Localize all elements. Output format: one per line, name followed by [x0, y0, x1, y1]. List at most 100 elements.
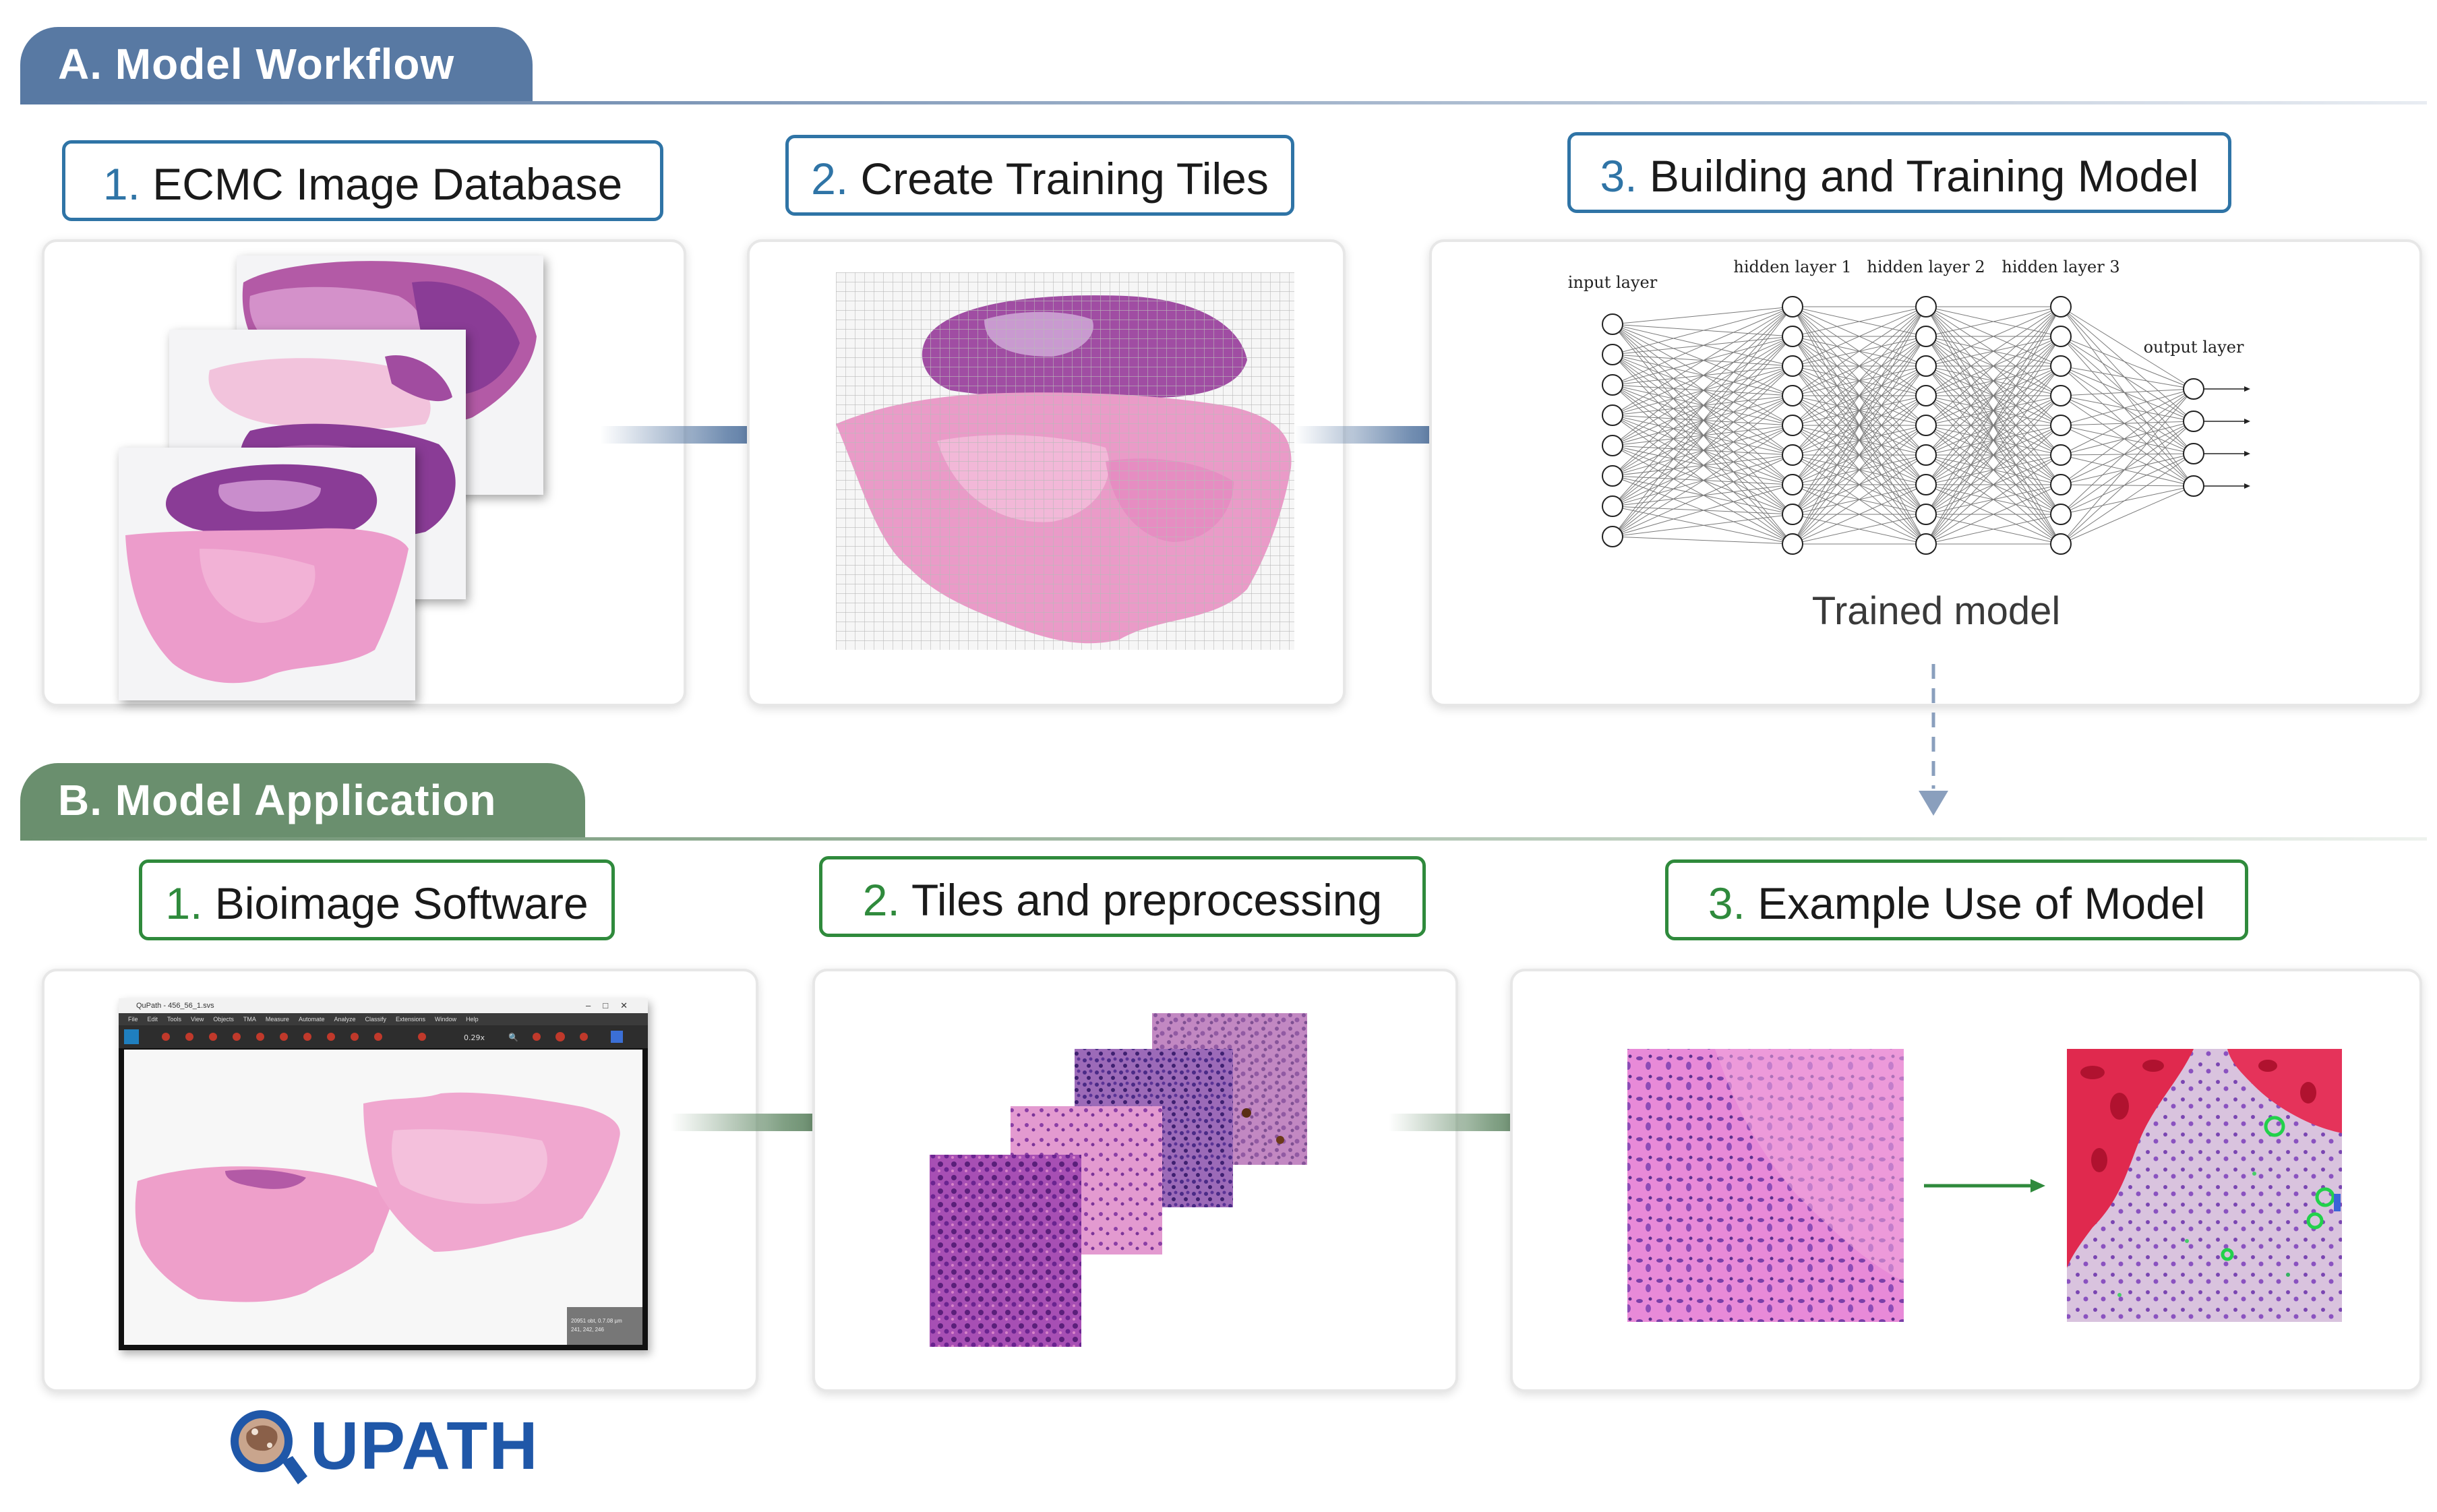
nn-connection	[1925, 425, 2062, 545]
nn-node	[1915, 444, 1937, 466]
step-b2-text: Tiles and preprocessing	[911, 875, 1383, 925]
nn-connection	[2060, 485, 2194, 515]
menu-tma[interactable]: TMA	[243, 1016, 256, 1023]
nn-output-arrowhead	[2244, 483, 2250, 489]
nn-connection	[1925, 306, 2062, 337]
nn-node	[1915, 296, 1937, 317]
status-line-2: 241, 242, 246	[571, 1327, 604, 1333]
nn-node	[1782, 326, 1803, 347]
step-a3-number: 3.	[1600, 151, 1637, 201]
nn-node	[1602, 495, 1623, 517]
nn-connection	[2060, 336, 2194, 390]
toolbar-icons[interactable]: 0.29x 🔍	[119, 1025, 648, 1048]
nn-connection	[1612, 536, 1793, 545]
menu-edit[interactable]: Edit	[147, 1016, 158, 1023]
tile-1	[930, 1155, 1081, 1347]
tissue-image	[125, 464, 409, 684]
panel-example-use	[1510, 969, 2422, 1392]
nn-connection	[2060, 388, 2194, 515]
nn-connection	[2060, 388, 2194, 396]
step-a2-text: Create Training Tiles	[860, 154, 1269, 204]
menu-automate[interactable]: Automate	[298, 1016, 325, 1023]
nn-connection	[1612, 425, 1793, 537]
nn-connection	[1925, 484, 2062, 545]
dashed-arrow-down	[1919, 664, 1948, 816]
step-a1-text: ECMC Image Database	[152, 159, 623, 209]
menu-analyze[interactable]: Analyze	[334, 1016, 356, 1023]
window-title: QuPath - 456_56_1.svs	[136, 1002, 214, 1010]
nn-node	[1915, 385, 1937, 406]
hidden-layer-2-label: hidden layer 2	[1867, 258, 1985, 276]
status-line-1: 20951 obt, 0.7.08 µm	[571, 1318, 622, 1324]
nn-node	[1782, 533, 1803, 555]
nn-connection	[1792, 514, 1927, 545]
menu-tools[interactable]: Tools	[167, 1016, 182, 1023]
nn-connection	[1612, 306, 1793, 477]
nn-connection	[1792, 306, 1927, 396]
menu-window[interactable]: Window	[435, 1016, 457, 1023]
nn-node	[1915, 326, 1937, 347]
software-window: QuPath - 456_56_1.svs –□✕ File Edit Tool…	[119, 998, 648, 1350]
viewer-tissue	[135, 1092, 620, 1302]
nn-connection	[1612, 336, 1793, 537]
nn-node	[1782, 296, 1803, 317]
nn-connection	[2060, 453, 2194, 485]
slide-image-front	[119, 448, 415, 700]
menu-bar: File Edit Tools View Objects TMA Measure…	[119, 1013, 648, 1025]
nn-connection	[2060, 484, 2194, 487]
viewer-canvas[interactable]: 20951 obt, 0.7.08 µm 241, 242, 246	[124, 1050, 642, 1345]
panel-training-tiles	[747, 239, 1346, 706]
nn-connection	[1612, 365, 1793, 537]
step-b1-number: 1.	[165, 878, 203, 928]
qupath-logo-text: UPATH	[310, 1408, 539, 1484]
qupath-magnifier-icon	[231, 1410, 307, 1484]
nn-node	[1602, 313, 1623, 335]
nn-connection	[1612, 454, 1793, 537]
nn-connection	[2060, 421, 2194, 515]
svg-text:🔍: 🔍	[508, 1032, 518, 1042]
nn-connection	[1925, 306, 2062, 456]
nn-node	[2183, 411, 2204, 432]
nn-node	[2050, 474, 2072, 495]
menu-classify[interactable]: Classify	[365, 1016, 387, 1023]
nn-connection	[2060, 306, 2194, 390]
nn-connection	[2060, 421, 2194, 426]
segmented-output-image	[2067, 1049, 2342, 1322]
nn-connection	[1792, 484, 1927, 545]
nn-connection	[1925, 306, 2062, 367]
nn-connection	[1612, 306, 1793, 355]
nn-node	[1915, 504, 1937, 525]
step-a3-text: Building and Training Model	[1649, 151, 2199, 201]
nn-node	[1782, 444, 1803, 466]
nn-connection	[1612, 306, 1793, 325]
nn-node	[1602, 344, 1623, 365]
hidden-layer-1-label: hidden layer 1	[1733, 258, 1851, 276]
nn-node	[1782, 504, 1803, 525]
nn-connection	[1925, 306, 2062, 545]
section-a-divider	[20, 101, 2427, 104]
nn-connection	[1925, 306, 2062, 485]
step-b3-label: 3. Example Use of Model	[1665, 859, 2248, 940]
nn-node	[1782, 415, 1803, 436]
section-b-divider	[20, 837, 2427, 841]
nn-connection	[2060, 336, 2194, 454]
menu-measure[interactable]: Measure	[265, 1016, 289, 1023]
menu-file[interactable]: File	[128, 1016, 138, 1023]
nn-connection	[1792, 306, 1927, 337]
menu-help[interactable]: Help	[466, 1016, 479, 1023]
example-images	[1627, 1049, 2342, 1322]
menu-view[interactable]: View	[191, 1016, 204, 1023]
nn-node	[1602, 435, 1623, 456]
nn-connection	[1612, 306, 1793, 416]
nn-connection	[2060, 425, 2194, 487]
nn-connection	[2060, 395, 2194, 487]
nn-connection	[1792, 306, 1927, 426]
nn-connection	[2060, 421, 2194, 485]
input-layer-label: input layer	[1568, 273, 1658, 292]
nn-connection	[2060, 365, 2194, 390]
step-b2-label: 2. Tiles and preprocessing	[819, 856, 1426, 937]
nn-connection	[1925, 306, 2062, 396]
input-he-image	[1627, 1049, 1904, 1322]
menu-extensions[interactable]: Extensions	[396, 1016, 426, 1023]
menu-objects[interactable]: Objects	[213, 1016, 234, 1023]
